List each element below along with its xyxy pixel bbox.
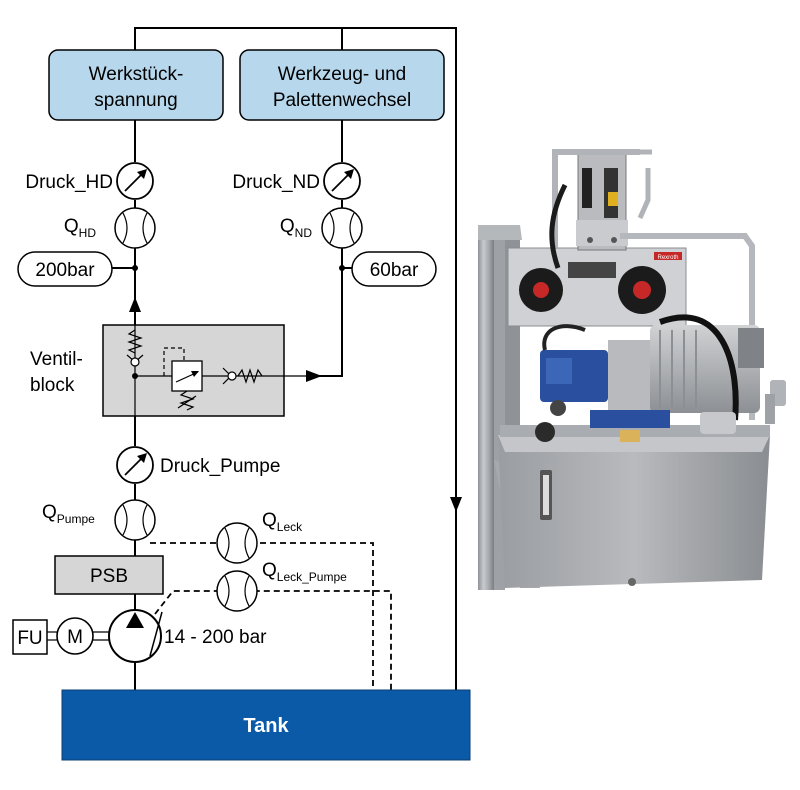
fu-box: FU (12, 619, 48, 655)
flow-meter-nd-icon (321, 207, 363, 249)
pressure-gauge-pump-icon (116, 446, 154, 484)
accumulator-nd: 60bar (351, 251, 437, 287)
hydraulic-lines (47, 27, 457, 690)
pressure-nd-label: Druck_ND (232, 172, 320, 193)
valve-block-label-line1: Ventil- (30, 349, 83, 370)
consumer-tool-pallet-change: Werkzeug- und Palettenwechsel (239, 49, 445, 121)
accumulator-hd-label: 200bar (35, 260, 95, 281)
psb-box: PSB (54, 555, 164, 595)
flow-arrows (129, 297, 462, 512)
consumer-workpiece-line2: spannung (94, 90, 177, 111)
pump-range-label: 14 - 200 bar (164, 627, 267, 648)
brand-label: Rexroth (657, 255, 678, 261)
fu-label: FU (17, 628, 42, 649)
flow-meter-pump-icon (114, 499, 156, 541)
tank: Tank (61, 689, 471, 761)
accumulator-hd: 200bar (17, 251, 113, 287)
flow-pump-label: QPumpe (42, 502, 95, 526)
valve-block (102, 324, 312, 417)
pressure-pump-label: Druck_Pumpe (160, 456, 280, 477)
motor-icon: M (56, 617, 94, 655)
flow-meter-leak-pump-icon (216, 570, 258, 612)
flow-leak-pump-label: QLeck_Pumpe (262, 560, 347, 584)
flow-leak-label: QLeck (262, 510, 303, 534)
pressure-gauge-nd-icon (323, 162, 361, 200)
pump-icon (108, 609, 163, 663)
motor-label: M (67, 627, 83, 648)
pressure-gauge-hd-icon (116, 162, 154, 200)
consumer-workpiece-clamping: Werkstück- spannung (48, 49, 224, 121)
consumer-tool-line1: Werkzeug- und (278, 64, 407, 85)
consumer-workpiece-line1: Werkstück- (89, 64, 184, 85)
flow-hd-label: QHD (64, 216, 96, 240)
accumulator-nd-label: 60bar (370, 260, 419, 281)
arrow-right-nd (306, 370, 322, 382)
psb-label: PSB (90, 566, 128, 587)
hydraulic-unit-photo: Rexroth (478, 149, 786, 590)
valve-block-label-line2: block (30, 375, 75, 396)
junction-dots (132, 265, 345, 271)
flow-meter-hd-icon (114, 207, 156, 249)
arrow-up-hd (129, 297, 141, 312)
flow-nd-label: QND (280, 216, 312, 240)
tank-label: Tank (243, 715, 289, 737)
pressure-hd-label: Druck_HD (25, 172, 113, 193)
consumer-tool-line2: Palettenwechsel (273, 90, 411, 111)
flow-meter-leak-icon (216, 522, 258, 564)
arrow-down-return (450, 497, 462, 512)
